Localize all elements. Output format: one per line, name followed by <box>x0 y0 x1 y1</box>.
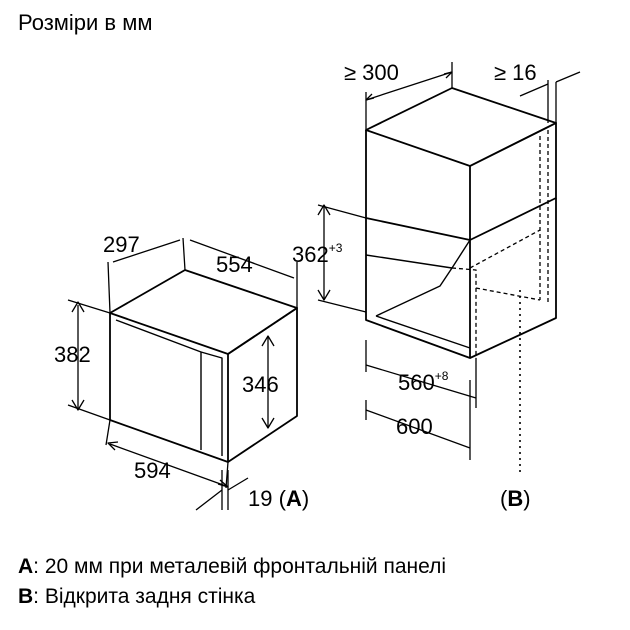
dim-niche-width-value: 560 <box>398 370 435 395</box>
notes: A: 20 мм при металевій фронтальній панел… <box>18 552 446 612</box>
microwave-dimension-lines <box>67 237 298 511</box>
note-a: A: 20 мм при металевій фронтальній панел… <box>18 552 446 582</box>
note-b-text: : Відкрита задня стінка <box>33 585 256 608</box>
dim-front-width-594: 594 <box>134 458 171 483</box>
dim-min-gap: ≥ 16 <box>494 60 537 85</box>
dim-back-ref-paren-close: ) <box>523 486 530 511</box>
dim-back-ref-paren-open: ( <box>500 486 508 511</box>
dim-back-ref: (B) <box>500 486 531 511</box>
dim-niche-width: 560+8 <box>398 369 449 395</box>
dim-min-depth: ≥ 300 <box>344 60 399 85</box>
dim-front-offset-paren-close: ) <box>302 486 309 511</box>
dim-depth-297: 297 <box>103 232 140 257</box>
dim-front-offset: 19 (A) <box>248 486 309 511</box>
dim-height-382: 382 <box>54 342 91 367</box>
page-title: Розміри в мм <box>18 10 153 35</box>
dim-niche-height-value: 362 <box>292 242 329 267</box>
dim-width-554: 554 <box>216 252 253 277</box>
note-b: B: Відкрита задня стінка <box>18 582 446 612</box>
dim-back-ref-letter: B <box>507 486 523 511</box>
dim-niche-height-tol: +3 <box>329 241 343 255</box>
dim-front-offset-ref: A <box>286 486 302 511</box>
dim-cabinet-width-600: 600 <box>396 414 433 439</box>
niche-dimension-lines <box>317 62 581 460</box>
note-a-text: : 20 мм при металевій фронтальній панелі <box>33 555 447 578</box>
dim-niche-width-tol: +8 <box>435 369 449 383</box>
note-a-key: A <box>18 555 34 578</box>
dim-height-346: 346 <box>242 372 279 397</box>
microwave-drawing <box>109 269 298 463</box>
note-b-key: B <box>18 585 34 608</box>
dim-front-offset-paren-open: ( <box>272 486 286 511</box>
niche-drawing <box>365 87 557 475</box>
dim-niche-height: 362+3 <box>292 241 343 267</box>
dim-front-offset-value: 19 <box>248 486 272 511</box>
